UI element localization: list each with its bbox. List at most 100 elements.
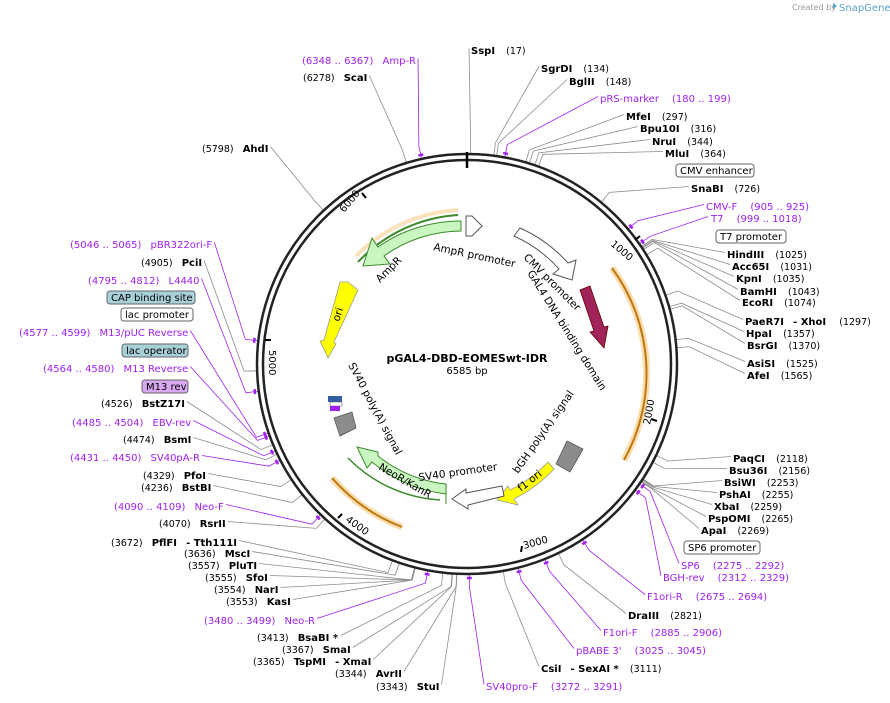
box-m13-rev[interactable]: M13 rev (141, 379, 189, 394)
enzyme-leader-line (193, 437, 277, 461)
box-cmv-enhancer[interactable]: CMV enhancer (675, 163, 755, 178)
feature-ori[interactable] (319, 281, 359, 359)
primer-m13puc-reverse[interactable]: (4577 .. 4599) M13/pUC Reverse (19, 321, 188, 340)
feature-gal4-dbd[interactable] (579, 285, 609, 349)
enzyme-bsu36i[interactable]: Bsu36I (2156) (729, 459, 810, 478)
tick-label-3000: 3000 (522, 535, 549, 552)
enzyme-smai[interactable]: (3367) SmaI (282, 638, 351, 657)
enzyme-bglii[interactable]: BglII (148) (569, 70, 631, 89)
primer-bgh-rev[interactable]: BGH-rev (2312 .. 2329) (663, 566, 789, 585)
primer-sp6[interactable]: SP6 (2275 .. 2292) (681, 554, 784, 573)
enzyme-csii[interactable]: CsiI - SexAI * (3111) (541, 657, 661, 676)
enzyme-msci[interactable]: (3636) MscI (184, 542, 250, 561)
feature-neor-kanr[interactable] (347, 446, 447, 504)
enzyme-pshai[interactable]: PshAI (2255) (719, 483, 793, 502)
feature-bgh-polya[interactable] (555, 440, 584, 473)
enzyme-sfoi[interactable]: (3555) SfoI (205, 566, 268, 585)
enzyme-bpu10i[interactable]: Bpu10I (316) (640, 117, 716, 136)
tick-marks (265, 192, 658, 553)
enzyme-pluti[interactable]: (3557) PluTI (188, 554, 257, 573)
enzyme-bsabi[interactable]: (3413) BsaBI * (257, 626, 339, 645)
enzyme-mlui[interactable]: MluI (364) (665, 142, 726, 161)
enzyme-leader-line (676, 337, 746, 362)
enzyme-scai[interactable]: (6278) ScaI (303, 66, 367, 85)
feature-f1-ori[interactable] (496, 461, 555, 506)
primer-pbabe3[interactable]: pBABE 3' (3025 .. 3045) (576, 639, 706, 658)
enzyme-pfoi[interactable]: (4329) PfoI (143, 464, 206, 483)
primer-neo-r[interactable]: (3480 .. 3499) Neo-R (204, 609, 315, 628)
primer-sv40pro-f[interactable]: SV40pro-F (3272 .. 3291) (486, 675, 622, 694)
enzyme-leader-line (203, 260, 257, 372)
enzyme-draiii[interactable]: DraIII (2821) (628, 604, 702, 623)
enzyme-leader-line (534, 139, 651, 165)
box-lac-operator[interactable]: lac operator (121, 343, 189, 358)
enzyme-asisi[interactable]: AsiSI (1525) (747, 352, 818, 371)
primer-cmv-f[interactable]: CMV-F (905 .. 925) (706, 195, 809, 214)
primer-leader-line (635, 490, 662, 576)
enzyme-stui[interactable]: (3343) StuI (376, 675, 440, 694)
feature-ampr[interactable] (362, 220, 462, 267)
enzyme-leader-line (496, 79, 568, 156)
enzyme-nrui[interactable]: NruI (344) (652, 130, 713, 149)
enzyme-kasi[interactable]: (3553) KasI (226, 590, 291, 609)
primer-ebv-rev[interactable]: (4485 .. 4504) EBV-rev (72, 411, 191, 430)
enzyme-bamhi[interactable]: BamHI (1043) (740, 280, 820, 299)
enzyme-snabi[interactable]: SnaBI (726) (691, 177, 760, 196)
snapgene-logo-icon (833, 3, 837, 9)
enzyme-sspi[interactable]: SspI (17) (471, 39, 526, 58)
primer-pbr322ori-f[interactable]: (5046 .. 5065) pBR322ori-F (70, 233, 212, 252)
enzyme-bstbi[interactable]: (4236) BstBI (141, 476, 211, 495)
enzyme-bsmi[interactable]: (4474) BsmI (123, 428, 191, 447)
primer-l4440[interactable]: (4795 .. 4812) L4440 (88, 269, 200, 288)
enzyme-paer7i[interactable]: PaeR7I - XhoI (1297) (745, 310, 871, 329)
enzyme-leader-line (642, 481, 707, 517)
enzyme-leader-line (227, 519, 325, 529)
feature-cmv-promoter[interactable] (513, 227, 577, 281)
enzyme-kpni[interactable]: KpnI (1035) (736, 267, 804, 286)
primer-leader-line (201, 278, 258, 394)
enzyme-bsiwi[interactable]: BsiWI (2253) (724, 471, 798, 490)
enzyme-xbai[interactable]: XbaI (2259) (714, 495, 782, 514)
enzyme-rsrii[interactable]: (4070) RsrII (159, 512, 226, 531)
enzyme-pcii[interactable]: (4905) PciI (141, 251, 202, 270)
enzyme-hpai[interactable]: HpaI (1357) (746, 322, 815, 341)
enzyme-leader-line (669, 302, 745, 332)
enzyme-pflfi[interactable]: (3672) PflFI - Tth111I (111, 531, 237, 550)
primer-m13-reverse[interactable]: (4564 .. 4580) M13 Reverse (43, 357, 188, 376)
primer-t7[interactable]: T7 (999 .. 1018) (710, 207, 802, 226)
svg-text:lac promoter: lac promoter (125, 310, 190, 321)
feature-ampr-promoter[interactable] (465, 215, 483, 237)
primer-amp-r[interactable]: (6348 .. 6367) Amp-R (302, 49, 416, 68)
enzyme-acc65i[interactable]: Acc65I (1031) (732, 255, 812, 274)
primer-f1ori-r[interactable]: F1ori-R (2675 .. 2694) (647, 585, 767, 604)
enzyme-sgrdi[interactable]: SgrDI (134) (541, 57, 609, 76)
box-t7-promoter[interactable]: T7 promoter (715, 229, 787, 244)
enzyme-leader-line (373, 574, 453, 660)
enzyme-pspomi[interactable]: PspOMI (2265) (708, 507, 793, 526)
primer-f1ori-f[interactable]: F1ori-F (2885 .. 2906) (603, 621, 722, 640)
primer-prs-marker[interactable]: pRS-marker (180 .. 199) (600, 87, 731, 106)
feature-sv40-promoter[interactable] (451, 485, 505, 510)
box-sp6-promoter[interactable]: SP6 promoter (683, 540, 761, 555)
primer-leader-line (468, 574, 485, 685)
enzyme-avrii[interactable]: (3344) AvrII (335, 662, 402, 681)
enzyme-nari[interactable]: (3554) NarI (214, 578, 278, 597)
primer-neo-f[interactable]: (4090 .. 4109) Neo-F (114, 495, 224, 514)
enzyme-bstz17i[interactable]: (4526) BstZ17I (101, 392, 185, 411)
primer-sv40pa-r[interactable]: (4431 .. 4450) SV40pA-R (70, 446, 200, 465)
enzyme-paqci[interactable]: PaqCI (2118) (733, 447, 808, 466)
enzyme-hindiii[interactable]: HindIII (1025) (727, 243, 807, 262)
box-lac-promoter[interactable]: lac promoter (120, 307, 194, 322)
primer-leader-line (201, 455, 280, 467)
enzyme-ahdi[interactable]: (5798) AhdI (202, 137, 268, 156)
enzyme-ecori[interactable]: EcoRI (1074) (742, 291, 816, 310)
feature-sv40-polya[interactable] (328, 396, 357, 437)
enzyme-mfei[interactable]: MfeI (297) (626, 105, 687, 124)
enzyme-tspmi[interactable]: (3365) TspMI - XmaI (253, 650, 371, 669)
box-cap-binding-site[interactable]: CAP binding site (106, 290, 196, 305)
enzyme-leader-line (403, 574, 458, 672)
enzyme-apai[interactable]: ApaI (2269) (701, 519, 769, 538)
enzyme-leader-line (292, 568, 416, 600)
enzyme-bsrgi[interactable]: BsrGI (1370) (747, 334, 820, 353)
enzyme-afei[interactable]: AfeI (1565) (747, 364, 812, 383)
